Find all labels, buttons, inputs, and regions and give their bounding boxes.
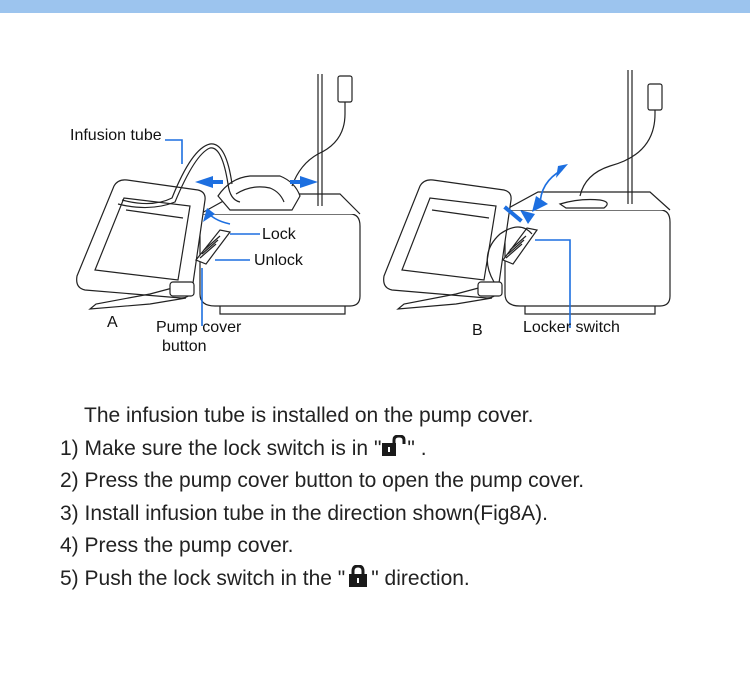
label-lock: Lock <box>262 226 296 243</box>
step-1-prefix: 1) Make sure the lock switch is in " <box>60 436 382 460</box>
top-banner-bar <box>0 0 750 13</box>
step-1-suffix: " . <box>407 436 427 460</box>
instruction-step-1: 1) Make sure the lock switch is in " " . <box>60 433 740 466</box>
device-b-arrows <box>503 164 568 224</box>
label-locker-switch: Locker switch <box>523 319 620 336</box>
instruction-list: The infusion tube is installed on the pu… <box>60 400 740 595</box>
instruction-intro: The infusion tube is installed on the pu… <box>84 404 534 427</box>
label-fig-b: B <box>472 322 483 339</box>
device-b-illustration <box>383 70 671 315</box>
device-a-illustration <box>76 74 361 315</box>
installation-figure: Infusion tube Lock Unlock A Pump cover b… <box>0 14 750 374</box>
step-5-suffix: " direction. <box>371 566 470 590</box>
instruction-step-4: 4) Press the pump cover. <box>60 534 294 557</box>
step-5-prefix: 5) Push the lock switch in the " <box>60 566 346 590</box>
label-unlock: Unlock <box>254 252 303 269</box>
label-fig-a: A <box>107 314 118 331</box>
instruction-step-3: 3) Install infusion tube in the directio… <box>60 501 548 525</box>
label-infusion-tube: Infusion tube <box>70 127 162 144</box>
instruction-step-2: 2) Press the pump cover button to open t… <box>60 469 585 492</box>
device-a-arrows <box>195 176 318 222</box>
label-pump-cover-button-line1: Pump cover <box>156 319 242 336</box>
locked-padlock-icon <box>345 564 371 587</box>
unlocked-padlock-icon <box>381 434 407 457</box>
instruction-step-5: 5) Push the lock switch in the " " direct… <box>60 563 740 596</box>
label-pump-cover-button-line2: button <box>162 338 207 355</box>
